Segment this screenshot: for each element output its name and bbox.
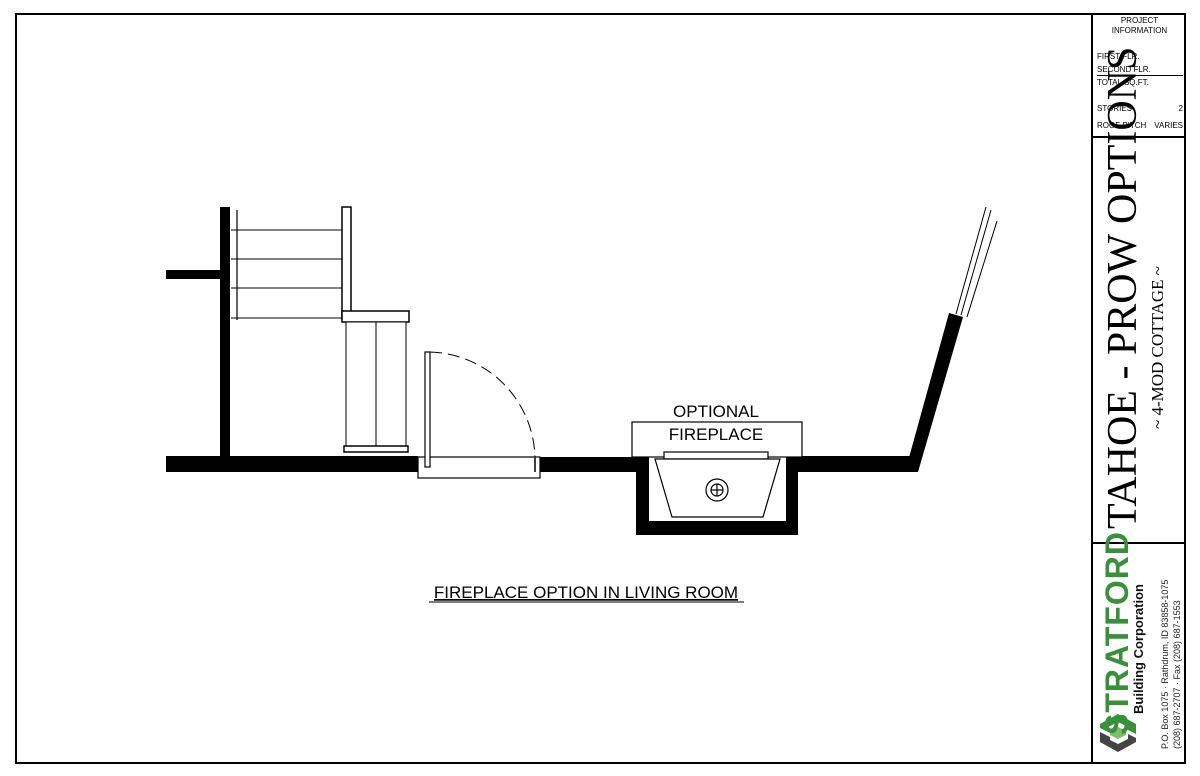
roof-pitch-value: VARIES	[1154, 121, 1183, 130]
fireplace-bumpout-wall	[636, 457, 798, 535]
company-address-line2: (208) 687-2707 · Fax (208) 687-1553	[1172, 600, 1182, 749]
second-floor-label: SECOND FLR.	[1097, 65, 1151, 74]
drawing-sheet-border	[15, 13, 1186, 764]
floor-plan-drawing: OPTIONAL FIREPLACE FIREPLACE OPTION IN L…	[166, 206, 998, 603]
sheet-subtitle: ~ 4-MOD COTTAGE ~	[1148, 266, 1167, 429]
sheet-title-panel: TAHOE - PROW OPTIONS ~ 4-MOD COTTAGE ~	[1093, 47, 1186, 544]
walls	[166, 207, 963, 535]
project-information-heading: PROJECT INFORMATION	[1111, 16, 1168, 35]
middle-exterior-wall	[540, 457, 638, 472]
stories-value: 2	[1178, 104, 1183, 113]
stories-row: STORIES 2	[1097, 104, 1183, 114]
first-floor-row: FIRST FLR.	[1097, 52, 1183, 62]
company-address: P.O. Box 1075 · Rathdrum, ID 83858-1075 …	[1159, 580, 1183, 749]
stair-left-wall	[220, 207, 230, 472]
sheet-title: TAHOE - PROW OPTIONS	[1100, 46, 1146, 529]
door-swing-arc	[429, 351, 536, 461]
door-swing	[417, 351, 541, 479]
short-wall-stub	[166, 270, 222, 279]
fireplace-label-line2: FIREPLACE	[669, 425, 763, 444]
roof-pitch-row: ROOF PITCH VARIES	[1097, 121, 1183, 131]
company-panel: STRATFORD Building Corporation P.O. Box …	[1093, 531, 1186, 762]
stair-bottom-tread	[343, 445, 409, 453]
company-address-line1: P.O. Box 1075 · Rathdrum, ID 83858-1075	[1160, 579, 1170, 749]
total-sqft-label: TOTAL SQ.FT.	[1097, 78, 1149, 87]
stories-label: STORIES	[1097, 104, 1132, 113]
plan-caption: FIREPLACE OPTION IN LIVING ROOM	[434, 583, 738, 602]
title-block: PROJECT INFORMATION FIRST FLR. SECOND FL…	[1091, 13, 1186, 764]
total-divider	[1097, 75, 1183, 76]
second-floor-row: SECOND FLR.	[1097, 65, 1183, 75]
stair-landing-ledge	[341, 310, 410, 323]
roof-pitch-label: ROOF PITCH	[1097, 121, 1147, 130]
company-tagline: Building Corporation	[1131, 584, 1146, 714]
door-threshold	[417, 456, 541, 479]
left-exterior-wall	[166, 456, 418, 472]
total-sqft-row: TOTAL SQ.FT.	[1097, 78, 1183, 88]
fireplace-mantle-cap	[663, 451, 769, 460]
prow-angled-wall	[905, 313, 963, 472]
fireplace-label-line1: OPTIONAL	[673, 402, 759, 421]
stratford-logo-icon	[1100, 714, 1136, 752]
prow-window	[955, 206, 998, 318]
first-floor-label: FIRST FLR.	[1097, 52, 1140, 61]
right-exterior-wall	[798, 456, 916, 472]
door-leaf	[424, 351, 431, 468]
fireplace	[631, 421, 803, 518]
stair-railing	[341, 206, 352, 320]
project-information-panel: PROJECT INFORMATION FIRST FLR. SECOND FL…	[1093, 13, 1186, 138]
staircase	[231, 206, 410, 453]
